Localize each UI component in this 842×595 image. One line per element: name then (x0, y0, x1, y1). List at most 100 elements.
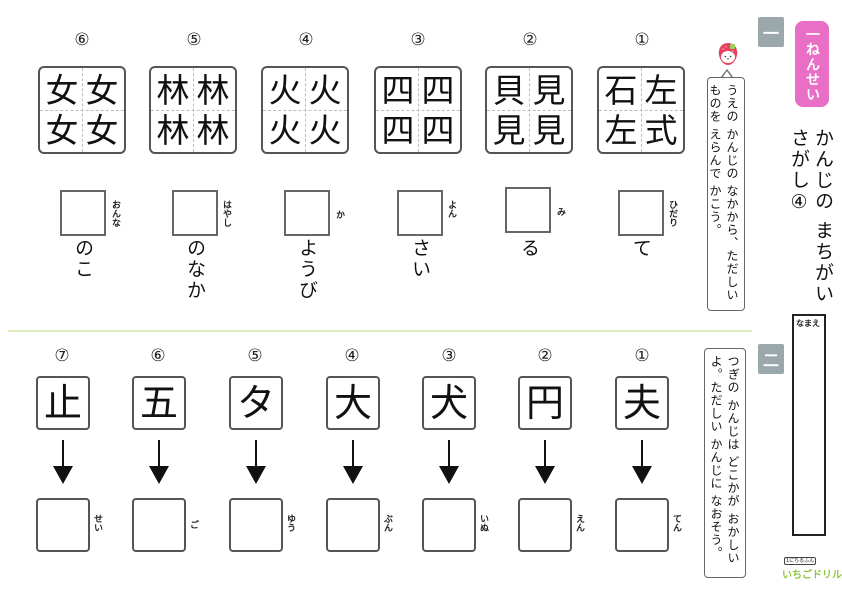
name-field[interactable]: なまえ (792, 314, 826, 536)
answer-box[interactable] (326, 498, 380, 552)
kanji-choice[interactable]: 四 (381, 70, 415, 110)
kanji-choice[interactable]: 左 (604, 110, 638, 150)
answer-box[interactable] (422, 498, 476, 552)
answer-box[interactable] (229, 498, 283, 552)
answer-box[interactable] (36, 498, 90, 552)
kanji-choice[interactable]: 女 (45, 70, 79, 110)
kanji-choice[interactable]: 女 (85, 70, 119, 110)
reading: ゆう (285, 514, 295, 532)
answer-box[interactable] (615, 498, 669, 552)
item-number: ③ (410, 30, 426, 50)
wrong-kanji-box: 犬 (422, 376, 476, 430)
kanji-choice[interactable]: 左 (644, 70, 678, 110)
strawberry-mascot-icon (718, 43, 738, 65)
furigana: み (555, 207, 565, 216)
section-divider (8, 330, 752, 332)
kanji-choice[interactable]: 貝 (492, 70, 526, 110)
kanji-choice[interactable]: 火 (308, 70, 342, 110)
reading: いぬ (478, 514, 488, 532)
kanji-choice[interactable]: 林 (156, 110, 190, 150)
wrong-kanji-box: タ (229, 376, 283, 430)
item-number: ⑥ (74, 30, 90, 50)
kanji-choice[interactable]: 火 (308, 110, 342, 150)
answer-box[interactable] (284, 190, 330, 236)
wrong-kanji-box: 夫 (615, 376, 669, 430)
answer-box[interactable] (618, 190, 664, 236)
reading: ぶん (382, 514, 392, 532)
kanji-choice-grid: 石 左 左 式 (597, 66, 685, 154)
kanji-choice[interactable]: 林 (196, 110, 230, 150)
kanji-choice[interactable]: 林 (196, 70, 230, 110)
kanji-choice[interactable]: 式 (644, 110, 678, 150)
item-number: ② (522, 30, 538, 50)
item-number: ⑦ (54, 346, 70, 366)
item-number: ① (634, 30, 650, 50)
kanji-choice[interactable]: 四 (381, 110, 415, 150)
kanji-choice-grid: 女 女 女 女 (38, 66, 126, 154)
answer-box[interactable] (132, 498, 186, 552)
kanji-choice-grid: 四 四 四 四 (374, 66, 462, 154)
wrong-kanji-box: 止 (36, 376, 90, 430)
kanji-choice[interactable]: 見 (492, 110, 526, 150)
kanji-choice[interactable]: 火 (268, 70, 302, 110)
item-number: ④ (298, 30, 314, 50)
answer-box[interactable] (397, 190, 443, 236)
item-number: ① (634, 346, 650, 366)
reading: えん (574, 514, 584, 532)
logo-tagline: 1にちるふん (784, 557, 817, 565)
down-arrow-icon (535, 440, 555, 484)
answer-box[interactable] (505, 187, 551, 233)
item-number: ⑥ (150, 346, 166, 366)
kanji-choice[interactable]: 見 (532, 70, 566, 110)
kanji-choice[interactable]: 火 (268, 110, 302, 150)
down-arrow-icon (343, 440, 363, 484)
okurigana: さい (409, 238, 431, 280)
kanji-choice[interactable]: 四 (421, 70, 455, 110)
kanji-choice-grid: 林 林 林 林 (149, 66, 237, 154)
okurigana: のなか (184, 238, 206, 301)
down-arrow-icon (149, 440, 169, 484)
reading: せい (92, 514, 102, 532)
logo-brand: いちごドリル (782, 570, 842, 581)
down-arrow-icon (53, 440, 73, 484)
wrong-kanji-box: 円 (518, 376, 572, 430)
kanji-choice[interactable]: 四 (421, 110, 455, 150)
wrong-kanji-box: 大 (326, 376, 380, 430)
answer-box[interactable] (518, 498, 572, 552)
wrong-kanji-box: 五 (132, 376, 186, 430)
okurigana: ようび (296, 238, 318, 301)
okurigana: る (518, 238, 540, 259)
furigana: よん (446, 200, 456, 218)
item-number: ⑤ (247, 346, 263, 366)
down-arrow-icon (632, 440, 652, 484)
item-number: ② (537, 346, 553, 366)
down-arrow-icon (246, 440, 266, 484)
item-number: ③ (441, 346, 457, 366)
page-title: かんじの まちがいさがし④ (788, 128, 834, 305)
okurigana: のこ (72, 238, 94, 280)
section-1-marker: 一 (758, 17, 784, 47)
kanji-choice[interactable]: 石 (604, 70, 638, 110)
speech-bubble-tail-inner (722, 71, 732, 78)
answer-box[interactable] (60, 190, 106, 236)
grade-badge: 一ねんせい (795, 21, 829, 107)
section-2-marker: 二 (758, 344, 784, 374)
kanji-choice[interactable]: 見 (532, 110, 566, 150)
furigana: はやし (221, 200, 231, 227)
name-label: なまえ (796, 319, 820, 328)
kanji-choice-grid: 貝 見 見 見 (485, 66, 573, 154)
item-number: ⑤ (186, 30, 202, 50)
answer-box[interactable] (172, 190, 218, 236)
down-arrow-icon (439, 440, 459, 484)
furigana: か (334, 210, 344, 219)
section-1-instruction: うえの かんじの なかから、ただしい ものを えらんで かこう。 (707, 77, 745, 311)
kanji-choice[interactable]: 女 (85, 110, 119, 150)
item-number: ④ (344, 346, 360, 366)
section-2-instruction: つぎの かんじは どこかが おかしいよ。ただしい かんじに なおそう。 (704, 348, 746, 578)
reading: ご (188, 520, 198, 529)
kanji-choice[interactable]: 女 (45, 110, 79, 150)
kanji-choice[interactable]: 林 (156, 70, 190, 110)
kanji-choice-grid: 火 火 火 火 (261, 66, 349, 154)
furigana: おんな (110, 200, 120, 227)
furigana: ひだり (667, 200, 677, 227)
